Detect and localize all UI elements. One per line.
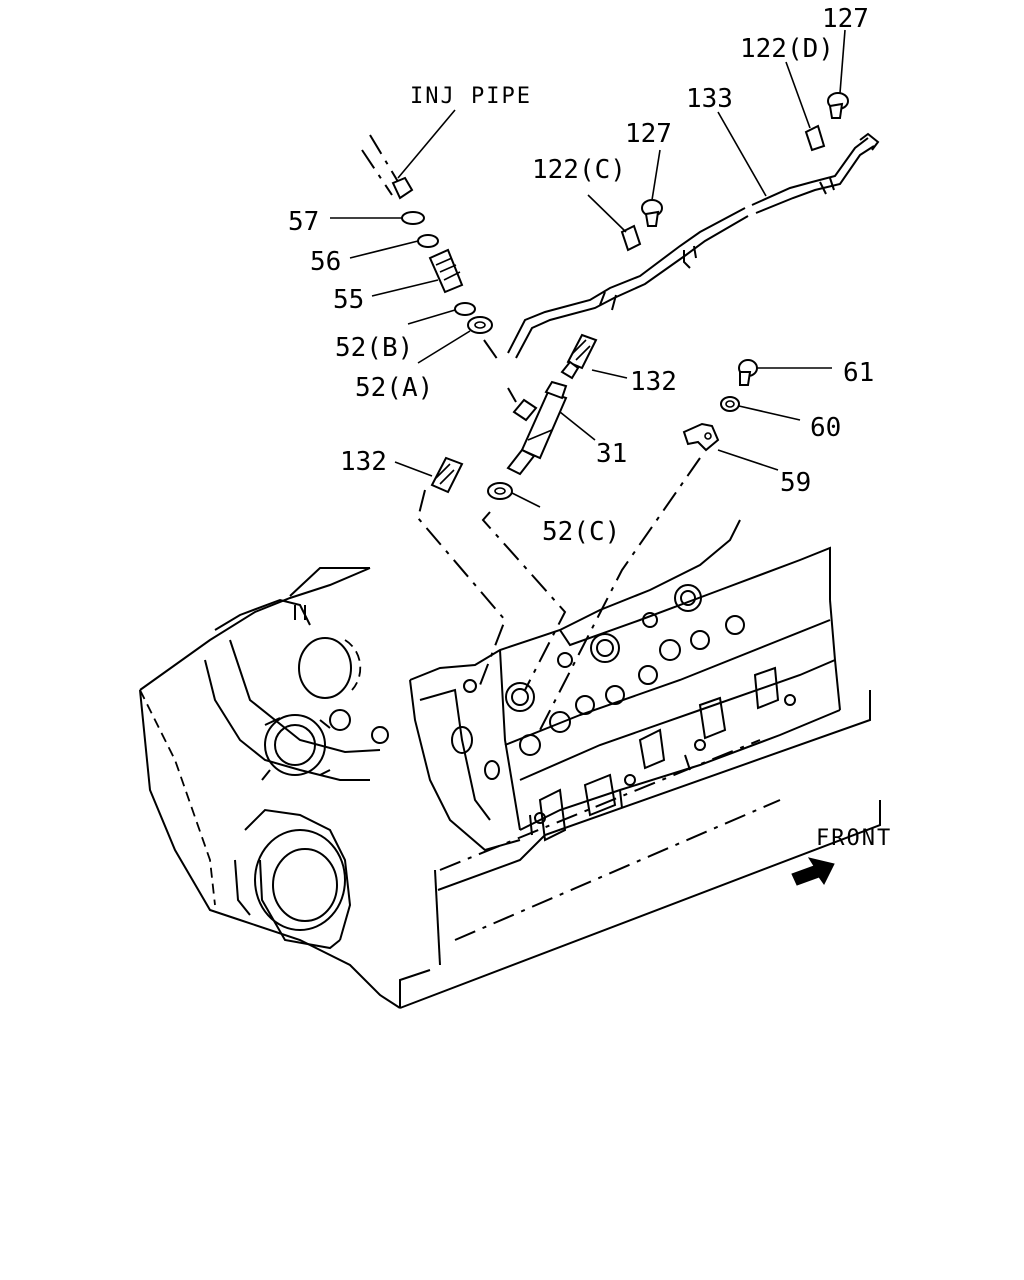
part-132-left-joint — [430, 456, 464, 494]
part-31-injector — [506, 380, 568, 476]
leak-off-pipe-133 — [507, 132, 880, 359]
label-57: 57 — [288, 207, 319, 237]
label-122c: 122(C) — [532, 155, 626, 185]
label-52c: 52(C) — [542, 517, 620, 547]
label-59: 59 — [780, 468, 811, 498]
label-31: 31 — [596, 439, 627, 469]
part-55-connector — [428, 248, 464, 294]
part-60-washer — [720, 396, 740, 412]
part-132-right-joint — [560, 333, 598, 380]
engine-block — [139, 519, 881, 1009]
part-52a-washer — [467, 316, 493, 334]
part-122d-clip — [804, 124, 826, 152]
label-133: 133 — [686, 84, 733, 114]
label-61: 61 — [843, 358, 874, 388]
label-132-left: 132 — [340, 447, 387, 477]
label-52a: 52(A) — [355, 373, 433, 403]
leader-lines — [330, 29, 846, 508]
label-60: 60 — [810, 413, 841, 443]
part-59-clamp — [682, 422, 720, 452]
part-56-ring — [417, 234, 439, 248]
inj-pipe-end — [391, 176, 414, 200]
label-52b: 52(B) — [335, 333, 413, 363]
label-127-mid: 127 — [625, 119, 672, 149]
part-52b-washer — [454, 302, 476, 316]
label-127-top: 127 — [822, 4, 869, 34]
part-61-bolt — [738, 359, 758, 386]
part-122c-clip — [620, 224, 642, 252]
part-52c-washer — [487, 482, 513, 500]
label-132-right: 132 — [630, 367, 677, 397]
assembly-lines — [361, 134, 701, 731]
label-55: 55 — [333, 285, 364, 315]
part-127-mid-bolt — [641, 199, 663, 227]
label-122d: 122(D) — [740, 34, 834, 64]
label-56: 56 — [310, 247, 341, 277]
part-57-nut — [401, 211, 425, 225]
arrow-up-right-icon — [791, 857, 835, 886]
part-127-top-bolt — [827, 92, 849, 119]
label-front: FRONT — [816, 826, 892, 851]
label-inj-pipe: INJ PIPE — [410, 84, 532, 109]
